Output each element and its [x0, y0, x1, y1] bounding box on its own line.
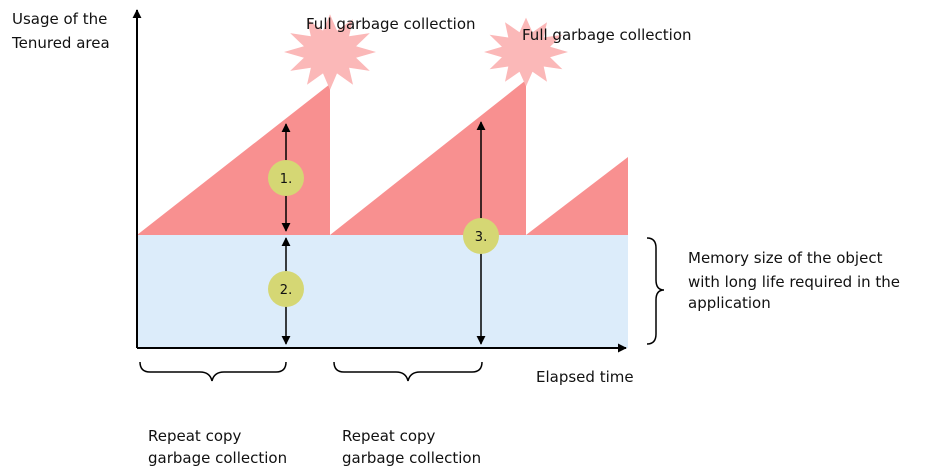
copy-gc-label-1-line-2: garbage collection: [148, 449, 287, 467]
marker-3-label: 3.: [475, 230, 487, 245]
copy-gc-label-2-line-2: garbage collection: [342, 449, 481, 467]
copy-gc-label-1-line-1: Repeat copy: [148, 427, 242, 445]
tenured-growth-triangle-3: [526, 157, 628, 235]
y-axis-label-line-2: Tenured area: [11, 34, 110, 52]
copy-gc-label-2-line-1: Repeat copy: [342, 427, 436, 445]
x-axis-label: Elapsed time: [536, 368, 634, 386]
full-gc-burst-icon: [484, 17, 568, 87]
memory-size-label-line-1: Memory size of the object: [688, 249, 883, 267]
marker-1: 1.: [268, 160, 304, 196]
marker-2-label: 2.: [280, 283, 292, 298]
full-gc-burst-icon: [284, 14, 376, 90]
memory-size-brace: [646, 237, 665, 345]
y-axis-label-line-1: Usage of the: [12, 10, 107, 28]
marker-2: 2.: [268, 271, 304, 307]
memory-size-label-line-2: with long life required in the: [688, 273, 900, 291]
marker-1-label: 1.: [280, 172, 292, 187]
tenured-growth-triangle-2: [330, 80, 526, 235]
marker-3: 3.: [463, 218, 499, 254]
memory-size-label-line-3: application: [688, 294, 771, 312]
long-life-object-region: [137, 235, 628, 348]
copy-gc-brace-2: [333, 361, 483, 382]
copy-gc-brace-1: [139, 361, 287, 382]
tenured-growth-triangle-1: [137, 84, 330, 235]
full-gc-label-2: Full garbage collection: [522, 26, 692, 44]
full-gc-label-1: Full garbage collection: [306, 15, 476, 33]
